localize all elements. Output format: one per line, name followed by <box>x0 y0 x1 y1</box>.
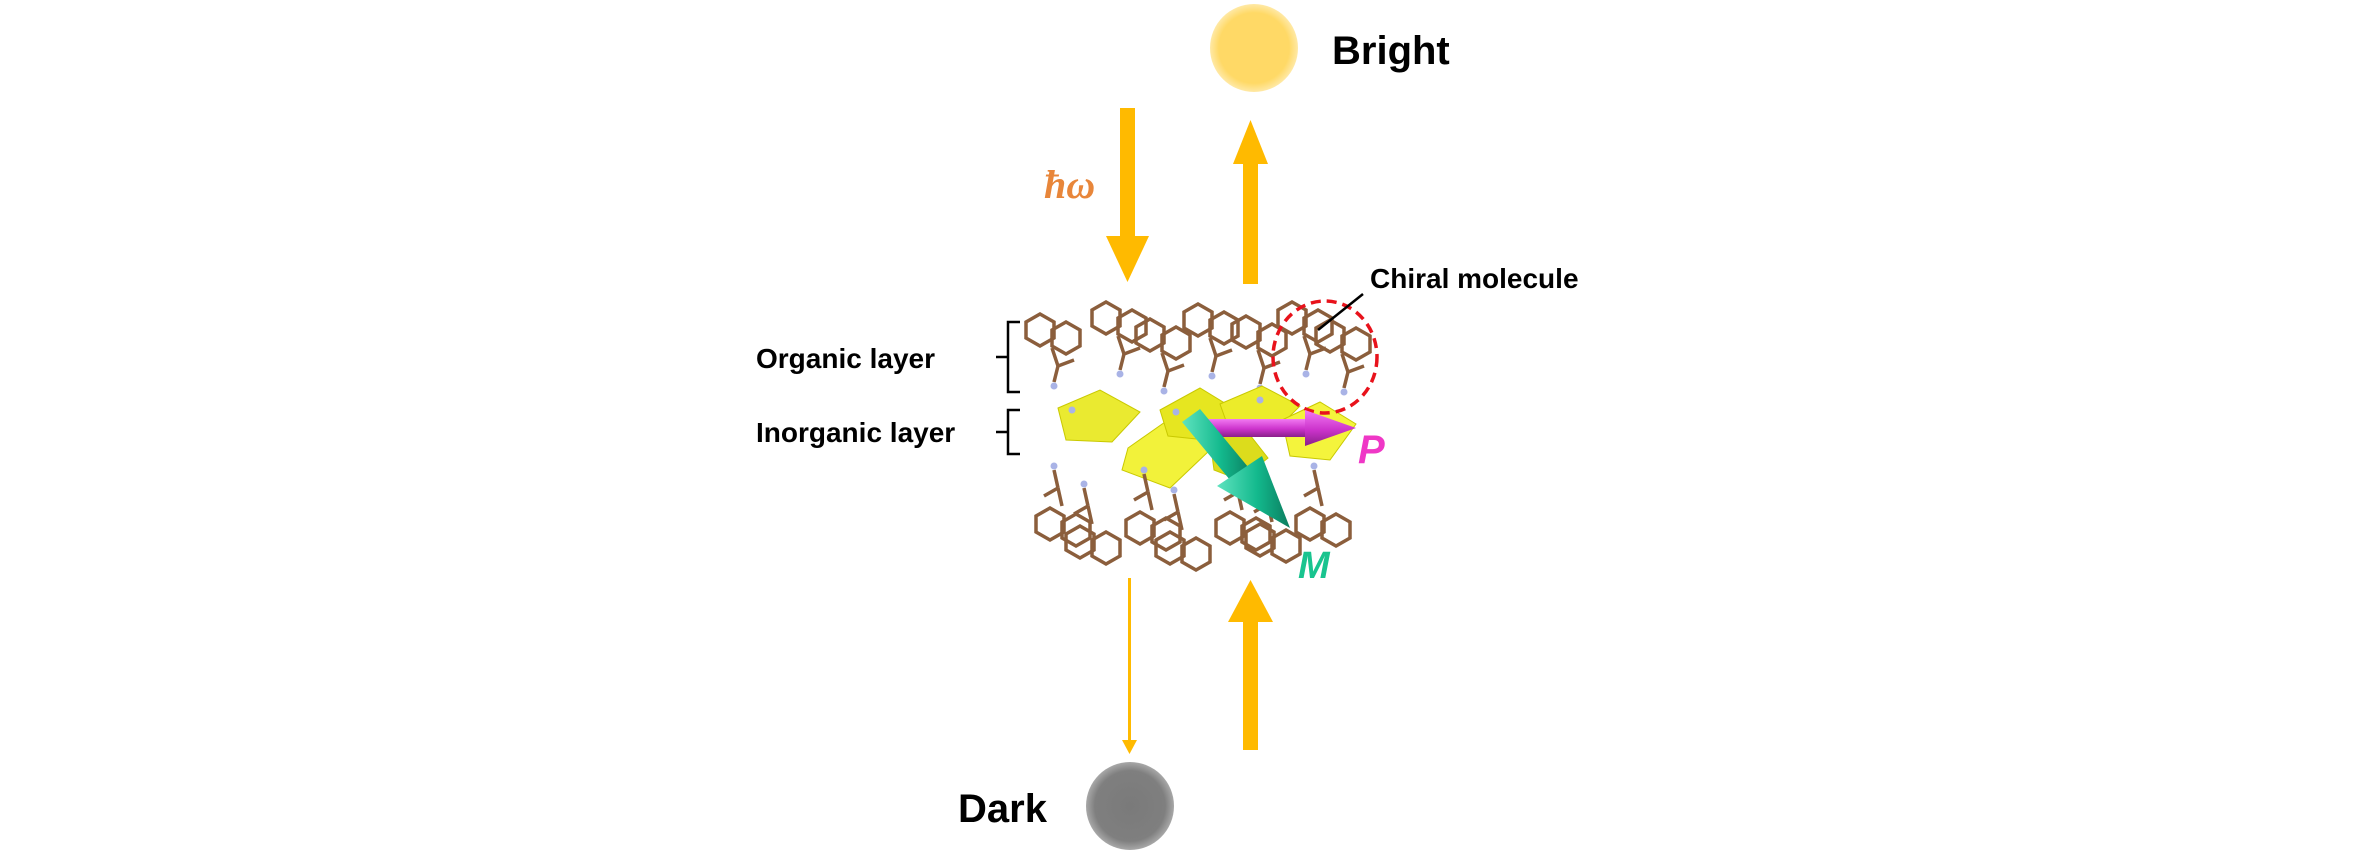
organic-layer-label: Organic layer <box>756 343 935 374</box>
organic-layer-bracket <box>996 320 1020 394</box>
bottom-up-light-arrow <box>1228 580 1273 750</box>
inorganic-layer-label: Inorganic layer <box>756 417 955 448</box>
p-label: P <box>1358 428 1385 472</box>
photon-energy-label: ħω <box>1044 162 1095 207</box>
incident-light-arrow <box>1106 108 1149 282</box>
bright-spot <box>1210 4 1298 92</box>
dark-label: Dark <box>958 787 1048 831</box>
chiral-molecule-circle <box>1271 299 1379 415</box>
m-label: M <box>1298 545 1331 587</box>
emitted-light-up-arrow <box>1233 120 1268 284</box>
chiral-molecule-label: Chiral molecule <box>1370 263 1579 294</box>
inorganic-layer-bracket <box>996 408 1020 456</box>
organic-layer-top <box>1026 302 1370 396</box>
bright-label: Bright <box>1332 29 1450 73</box>
p-polarization-arrow <box>1196 410 1356 446</box>
chiral-molecule-pointer <box>1317 293 1364 331</box>
weak-emission-down-arrow <box>1122 578 1137 754</box>
m-magnetization-arrow <box>1182 409 1290 528</box>
dark-spot <box>1086 762 1174 850</box>
